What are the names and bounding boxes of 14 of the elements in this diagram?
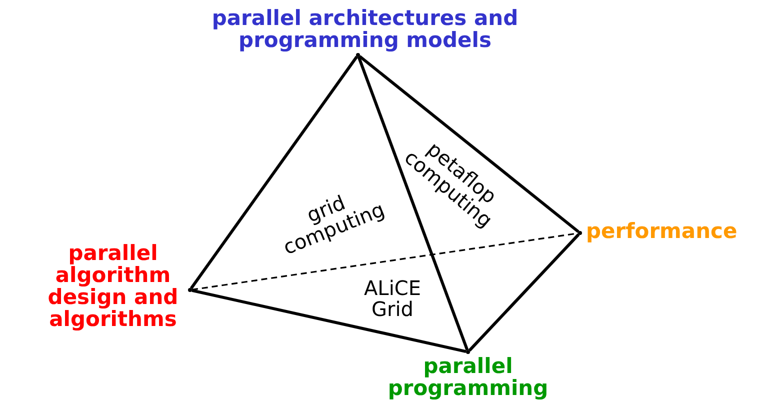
vertex-dot	[188, 288, 192, 292]
vertex-label: parallel algorithm design and algorithms	[46, 242, 180, 330]
edge-line	[357, 56, 469, 351]
vertex-label: parallel programming	[386, 355, 550, 399]
vertex-dot	[356, 53, 360, 57]
vertex-dot	[466, 350, 470, 354]
edge-line	[192, 288, 466, 354]
edge-line	[468, 233, 580, 352]
vertex-label: parallel architectures and programming models	[210, 7, 520, 51]
vertex-dot	[578, 231, 582, 235]
face-label: ALiCE Grid	[363, 278, 422, 320]
edge-line	[358, 55, 580, 233]
vertex-label: performance	[586, 220, 738, 242]
edge-line	[190, 56, 358, 290]
